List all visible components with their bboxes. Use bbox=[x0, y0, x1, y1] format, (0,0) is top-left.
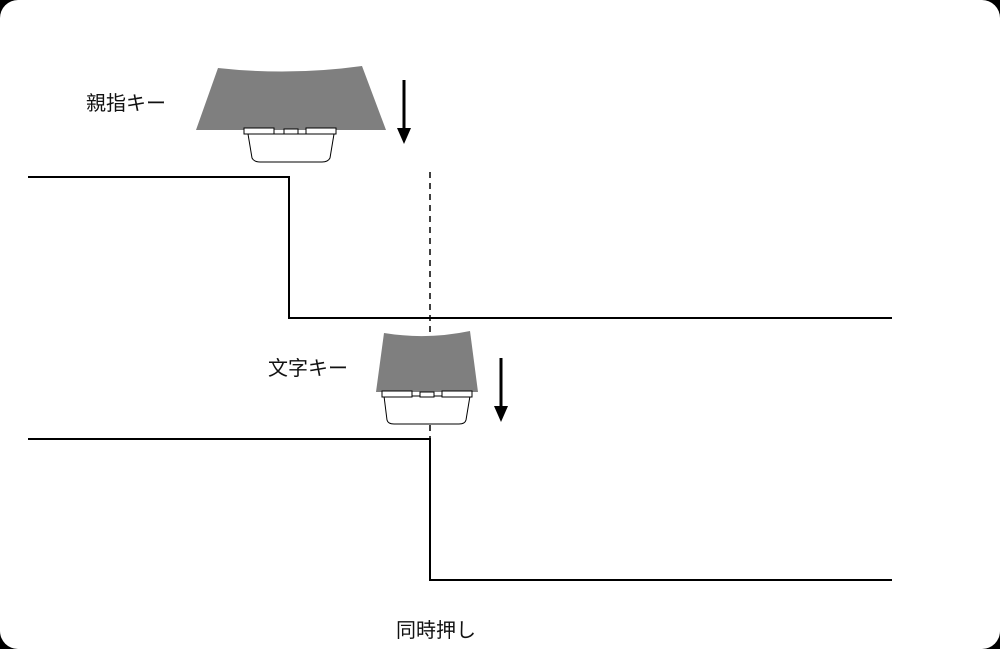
thumb-key-signal bbox=[28, 176, 892, 319]
simultaneous-label: 同時押し bbox=[396, 618, 476, 642]
down-arrow-icon bbox=[397, 80, 411, 144]
thumb-key-switch-icon bbox=[196, 66, 386, 163]
char-key-label: 文字キー bbox=[268, 356, 348, 380]
char-key-switch-icon bbox=[376, 331, 478, 425]
down-arrow-icon bbox=[494, 358, 508, 422]
char-key-signal bbox=[28, 438, 892, 581]
thumb-key-label: 親指キー bbox=[86, 91, 166, 115]
